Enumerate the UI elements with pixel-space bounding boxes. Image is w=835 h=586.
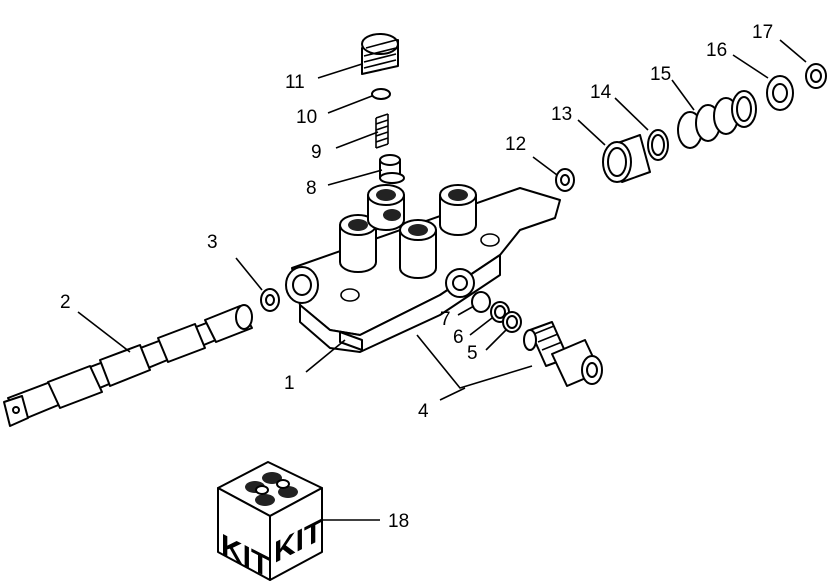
- leader-lines: [77, 39, 807, 521]
- part-15-spring: [677, 90, 757, 149]
- label-10: 10: [296, 107, 317, 128]
- label-15: 15: [650, 64, 671, 85]
- part-11-plug: [361, 33, 399, 75]
- label-16: 16: [706, 40, 727, 61]
- part-2-valve-spool: [3, 304, 253, 427]
- label-9: 9: [311, 142, 322, 163]
- part-number-labels: 1 2 3 4 5 6 7 8 9 10 11 12 13 14 15 16 1…: [60, 22, 773, 532]
- part-5-o-ring: [502, 311, 522, 333]
- part-13-sleeve: [602, 134, 651, 183]
- label-6: 6: [453, 327, 464, 348]
- part-9-spring: [375, 113, 389, 149]
- part-3-washer: [260, 288, 280, 312]
- label-3: 3: [207, 232, 218, 253]
- part-10-o-ring: [371, 88, 391, 100]
- label-11: 11: [285, 72, 305, 93]
- part-6-o-ring: [490, 301, 510, 323]
- part-17-washer: [805, 63, 827, 89]
- label-13: 13: [551, 104, 572, 125]
- part-7-washer: [471, 291, 491, 313]
- part-1-valve-body: [285, 184, 561, 353]
- label-5: 5: [467, 343, 478, 364]
- part-12-washer: [555, 168, 575, 192]
- label-14: 14: [590, 82, 612, 103]
- label-4: 4: [418, 401, 429, 422]
- part-8-valve-seat: [379, 154, 405, 184]
- label-17: 17: [752, 22, 773, 43]
- label-2: 2: [60, 292, 71, 313]
- label-7: 7: [440, 309, 451, 330]
- label-8: 8: [306, 178, 317, 199]
- part-18-kit-box: KIT KIT: [217, 461, 323, 585]
- part-14-ring: [647, 129, 669, 161]
- label-12: 12: [505, 134, 526, 155]
- part-4-fitting: [523, 321, 603, 387]
- label-1: 1: [284, 373, 295, 394]
- part-16-retainer: [766, 75, 794, 111]
- label-18: 18: [388, 511, 409, 532]
